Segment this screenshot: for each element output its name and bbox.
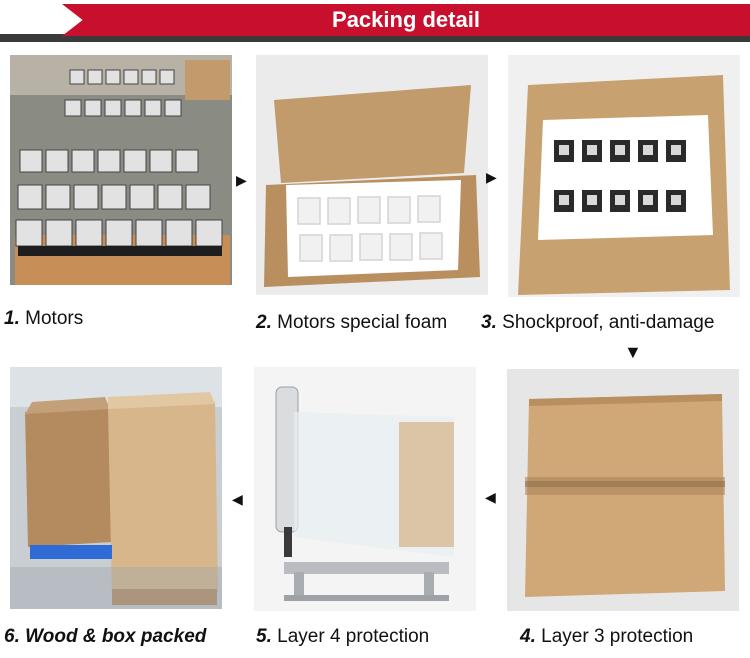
step-6-label: Wood & box packed [25,626,207,647]
step-6-number: 6. [4,626,20,647]
arrow-down-icon: ▼ [624,342,642,362]
step-6-caption: 6. Wood & box packed [4,626,206,648]
banner-shadow [0,34,750,42]
step-3-caption: 3. Shockproof, anti-damage [481,312,714,334]
step-1-label: Motors [25,308,84,329]
step-5-caption: 5. Layer 4 protection [256,626,429,648]
photo-shockproof [508,55,740,297]
step-1-number: 1. [4,308,20,329]
arrow-right-icon: ▶ [486,169,497,185]
step-5-label: Layer 4 protection [277,626,430,647]
step-1-caption: 1. Motors [4,308,83,330]
arrow-right-icon: ▶ [236,172,247,188]
photo-wood-box-packed [10,367,222,609]
step-2-caption: 2. Motors special foam [256,312,447,334]
photo-layer-4-protection [254,367,476,611]
step-2-label: Motors special foam [277,312,448,333]
photo-special-foam [256,55,488,295]
banner: Packing detail [62,4,750,36]
arrow-left-icon: ◀ [232,491,243,507]
step-4-number: 4. [520,626,536,647]
banner-title: Packing detail [332,7,480,32]
step-2-number: 2. [256,312,272,333]
step-3-label: Shockproof, anti-damage [502,312,715,333]
step-5-number: 5. [256,626,272,647]
step-4-caption: 4. Layer 3 protection [520,626,693,648]
step-3-number: 3. [481,312,497,333]
photo-layer-3-protection [507,369,739,611]
photo-motors [10,55,232,285]
step-4-label: Layer 3 protection [541,626,694,647]
arrow-left-icon: ◀ [485,489,496,505]
